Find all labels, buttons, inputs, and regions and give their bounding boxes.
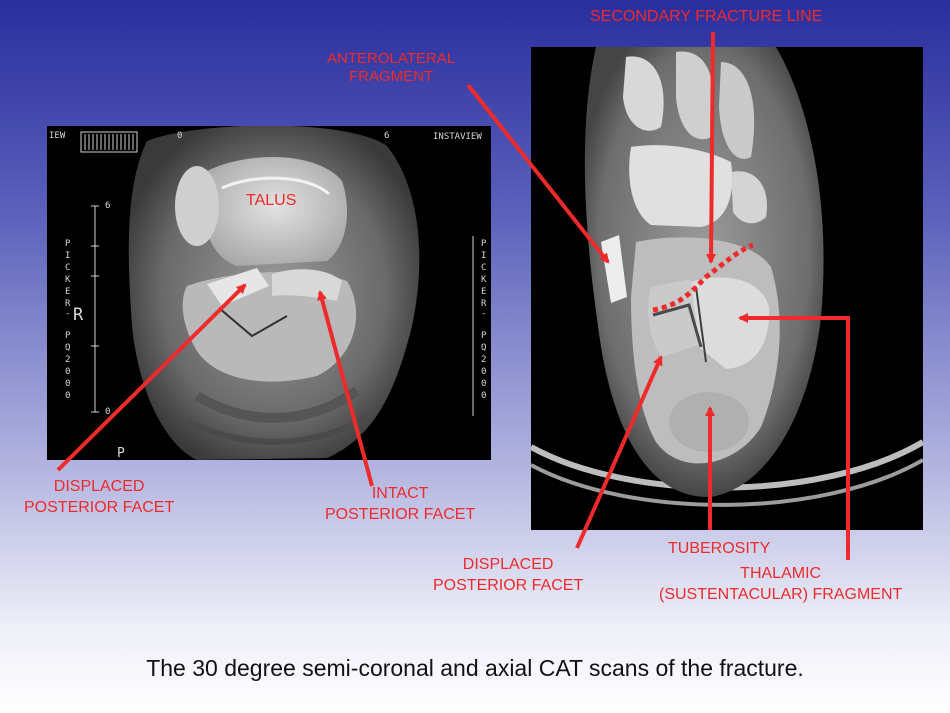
- overlay-top-right: INSTAVIEW: [433, 132, 482, 142]
- label-displaced-posterior-facet-right: DISPLACED POSTERIOR FACET: [433, 556, 584, 594]
- label-intact-posterior-facet: INTACT POSTERIOR FACET: [325, 485, 476, 523]
- overlay-top-left: IEW: [49, 131, 66, 141]
- orientation-marker: R: [73, 305, 84, 325]
- label-thalamic-fragment: THALAMIC (SUSTENTACULAR) FRAGMENT: [659, 565, 903, 603]
- scale-bottom-label: 0: [105, 407, 111, 417]
- label-tuberosity: TUBEROSITY: [668, 540, 771, 557]
- axial-ct-image: [531, 47, 923, 507]
- label-secondary-fracture-line: SECONDARY FRACTURE LINE: [590, 8, 823, 25]
- overlay-side-right-code: PQ2000: [481, 331, 487, 401]
- overlay-side-left: PICKER: [65, 239, 71, 309]
- overlay-top-zero: 0: [177, 131, 183, 141]
- slide-caption: The 30 degree semi-coronal and axial CAT…: [146, 655, 804, 681]
- label-displaced-posterior-facet-left: DISPLACED POSTERIOR FACET: [24, 478, 175, 516]
- semi-coronal-ct-image: [80, 126, 474, 460]
- label-talus: TALUS: [246, 192, 297, 209]
- semi-coronal-ct-scan: IEW 0 6 INSTAVIEW 6 0 PICKER R - PQ2000 …: [47, 126, 491, 460]
- axial-ct-scan: [531, 47, 923, 530]
- overlay-bottom-letter: P: [117, 446, 125, 460]
- label-anterolateral-fragment: ANTEROLATERAL FRAGMENT: [327, 50, 456, 85]
- overlay-dash-left: -: [65, 309, 71, 319]
- overlay-top-six: 6: [384, 131, 390, 141]
- scale-top-label: 6: [105, 201, 111, 211]
- overlay-side-right: PICKER: [481, 239, 487, 309]
- overlay-side-left-code: PQ2000: [65, 331, 71, 401]
- overlay-dash-right: -: [481, 309, 487, 319]
